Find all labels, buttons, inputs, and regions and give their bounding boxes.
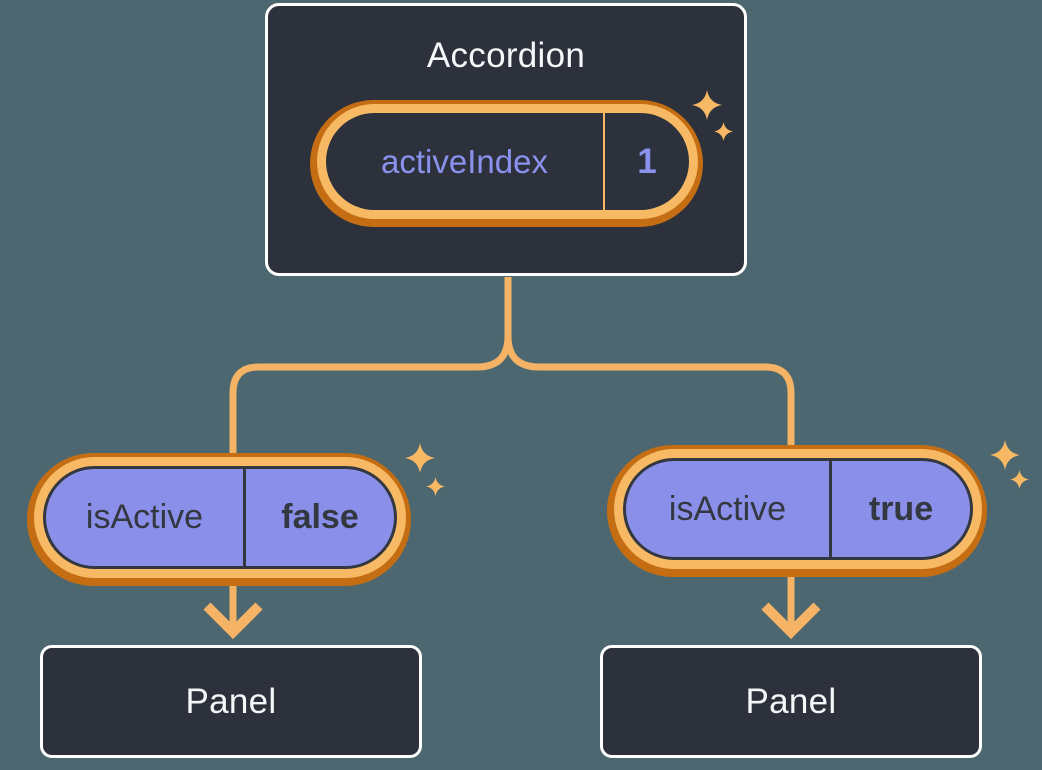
state-value: 1	[637, 141, 657, 181]
prop-value: false	[281, 498, 359, 536]
arrow-down-icon	[761, 602, 821, 640]
prop-pill-false: isActive false	[27, 453, 411, 586]
state-pill: activeIndex 1	[310, 100, 703, 227]
arrow-down-icon	[203, 602, 263, 640]
tree-connector-right	[504, 277, 795, 626]
pill-divider	[829, 461, 832, 557]
prop-name: isActive	[668, 489, 787, 528]
state-name: activeIndex	[381, 142, 548, 180]
prop-pill-inner-ring: isActive false	[34, 457, 406, 578]
sparkle-icon	[426, 477, 445, 496]
panel-title: Panel	[185, 681, 277, 721]
sparkle-icon	[692, 90, 722, 120]
state-pill-inner-ring: activeIndex 1	[317, 104, 698, 219]
sparkle-icon	[1010, 470, 1029, 489]
accordion-title: Accordion	[426, 36, 586, 75]
pill-divider	[603, 113, 605, 210]
prop-value: true	[868, 489, 934, 528]
prop-pill-true: isActive true	[607, 445, 987, 577]
panel-title: Panel	[745, 681, 837, 721]
sparkle-icon	[990, 440, 1020, 470]
sparkle-icon	[405, 443, 435, 473]
pill-divider	[243, 469, 246, 566]
sparkle-icon	[714, 122, 733, 141]
prop-pill-inner-ring: isActive true	[614, 449, 982, 569]
prop-name: isActive	[85, 498, 204, 536]
panel-box-left: Panel	[40, 645, 422, 758]
panel-box-right: Panel	[600, 645, 982, 758]
